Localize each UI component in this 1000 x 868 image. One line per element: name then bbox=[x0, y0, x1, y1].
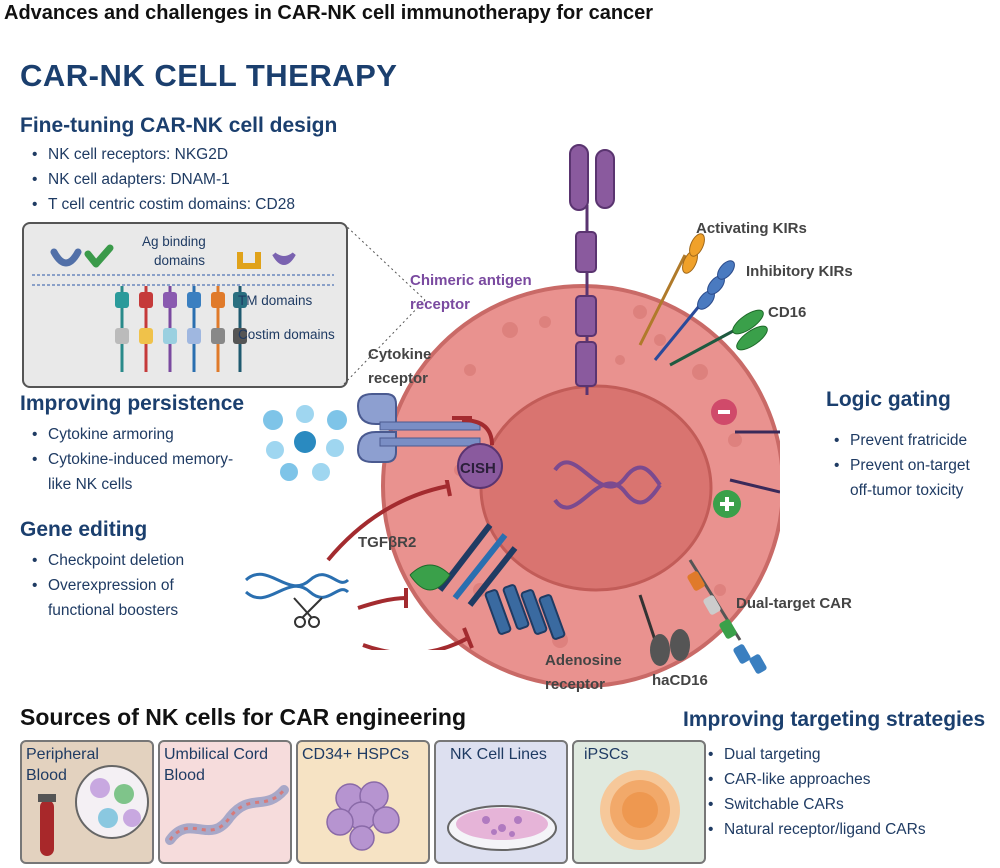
adenosine-receptor-label-2: receptor bbox=[545, 676, 606, 693]
list-item: CAR-like approaches bbox=[706, 767, 926, 792]
tm-domains-label: TM domains bbox=[238, 293, 313, 308]
dual-target-car bbox=[687, 559, 767, 674]
list-item: Prevent fratricide bbox=[832, 428, 982, 453]
fine-tuning-title: Fine-tuning CAR-NK cell design bbox=[20, 114, 338, 137]
activating-kir bbox=[638, 233, 705, 346]
fine-tuning-list: NK cell receptors: NKG2D NK cell adapter… bbox=[30, 142, 295, 217]
list-item: NK cell adapters: DNAM-1 bbox=[30, 167, 295, 192]
persistence-title: Improving persistence bbox=[20, 392, 245, 415]
car-domains-illustration bbox=[32, 244, 334, 372]
ag-binding-label: Ag binding bbox=[142, 234, 206, 249]
targeting-list: Dual targeting CAR-like approaches Switc… bbox=[706, 742, 926, 842]
source-box-peripheral-blood: Peripheral Blood bbox=[20, 740, 154, 864]
list-item: Switchable CARs bbox=[706, 792, 926, 817]
logic-gating-list: Prevent fratricide Prevent on-target off… bbox=[832, 428, 982, 503]
source-label: Umbilical Cord Blood bbox=[164, 746, 269, 784]
activating-kirs-label: Activating KIRs bbox=[696, 220, 807, 237]
adenosine-receptor bbox=[484, 584, 566, 640]
main-title: CAR-NK CELL THERAPY bbox=[20, 58, 398, 93]
costim-domains-label: Costim domains bbox=[238, 327, 335, 342]
list-item: Cytokine-induced memory-like NK cells bbox=[30, 447, 250, 497]
car-receptor bbox=[569, 144, 615, 395]
source-box-cd34-hspcs: CD34+ HSPCs bbox=[296, 740, 430, 864]
list-item: Overexpression of functional boosters bbox=[30, 573, 220, 623]
ipsc-colony-icon bbox=[600, 770, 680, 850]
inhibitory-kirs-label: Inhibitory KIRs bbox=[746, 263, 853, 280]
cish-label: CISH bbox=[460, 460, 496, 477]
cd16-receptor bbox=[669, 309, 768, 367]
tgfbr2-receptor bbox=[409, 523, 518, 607]
tgfbr2-label: TGFβR2 bbox=[358, 534, 417, 551]
logic-gating-title: Logic gating bbox=[826, 388, 951, 411]
cish-protein bbox=[457, 443, 503, 489]
car-label: Chimeric antigen bbox=[410, 272, 532, 289]
ag-binding-label-2: domains bbox=[154, 253, 206, 268]
targeting-title: Improving targeting strategies bbox=[683, 708, 986, 731]
adenosine-receptor-label: Adenosine bbox=[545, 652, 622, 669]
source-label: iPSCs bbox=[584, 746, 629, 763]
cytokine-receptor bbox=[356, 393, 481, 463]
list-item: Natural receptor/ligand CARs bbox=[706, 817, 926, 842]
source-label: Peripheral Blood bbox=[26, 746, 99, 784]
source-box-umbilical-cord: Umbilical Cord Blood bbox=[158, 740, 292, 864]
car-label-2: receptor bbox=[410, 296, 471, 313]
cd16-label: CD16 bbox=[768, 304, 807, 321]
dual-target-car-label: Dual-target CAR bbox=[736, 595, 852, 612]
cytokine-receptor-label-2: receptor bbox=[368, 370, 429, 387]
activating-car bbox=[713, 478, 780, 518]
list-item: NK cell receptors: NKG2D bbox=[30, 142, 295, 167]
source-label: CD34+ HSPCs bbox=[302, 746, 410, 763]
source-box-nk-cell-lines: NK Cell Lines bbox=[434, 740, 568, 864]
persistence-list: Cytokine armoring Cytokine-induced memor… bbox=[30, 422, 250, 497]
figure-title: Advances and challenges in CAR-NK cell i… bbox=[4, 2, 654, 24]
zoom-lines bbox=[343, 223, 426, 385]
list-item: Dual targeting bbox=[706, 742, 926, 767]
nk-cell-illustration bbox=[356, 144, 780, 688]
blood-tube-icon bbox=[38, 765, 149, 856]
hspc-cluster-icon bbox=[326, 781, 400, 851]
gene-editing-arrows bbox=[244, 480, 474, 650]
dna-icon bbox=[553, 460, 662, 510]
list-item: Checkpoint deletion bbox=[30, 548, 220, 573]
list-item: T cell centric costim domains: CD28 bbox=[30, 192, 295, 217]
cytokine-spheres bbox=[263, 405, 347, 481]
cytokine-receptor-label: Cytokine bbox=[368, 346, 432, 363]
umbilical-cord-icon bbox=[165, 785, 289, 845]
list-item: Cytokine armoring bbox=[30, 422, 250, 447]
gene-editing-title: Gene editing bbox=[20, 518, 148, 541]
gene-editing-list: Checkpoint deletion Overexpression of fu… bbox=[30, 548, 220, 623]
inhibitory-kir bbox=[653, 260, 735, 361]
hacd16-receptor bbox=[638, 594, 690, 666]
hacd16-label: haCD16 bbox=[652, 672, 708, 689]
source-label: NK Cell Lines bbox=[450, 746, 547, 763]
source-box-ipscs: iPSCs bbox=[572, 740, 706, 864]
list-item: Prevent on-target off-tumor toxicity bbox=[832, 453, 982, 503]
inhibitory-car bbox=[711, 399, 780, 434]
petri-dish-icon bbox=[447, 805, 557, 851]
sources-title: Sources of NK cells for CAR engineering bbox=[20, 704, 467, 730]
